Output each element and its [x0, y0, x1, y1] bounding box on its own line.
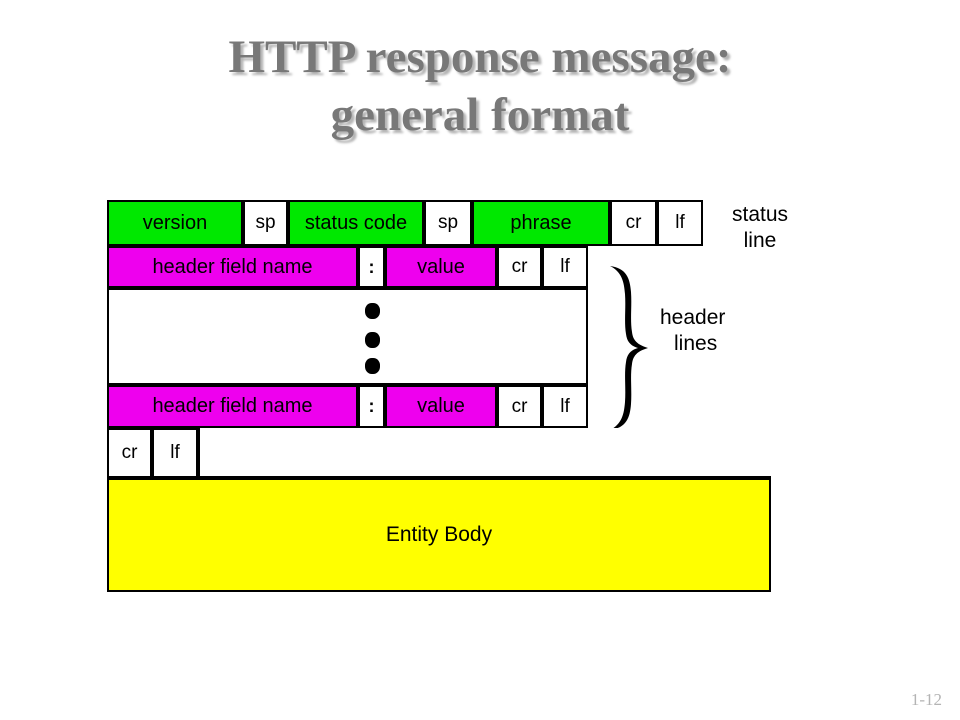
status-line-label-line-1: status: [731, 203, 789, 226]
status-line-cell-sp-2: sp: [424, 200, 472, 246]
header-lines-label-line-2: lines: [674, 332, 718, 355]
status-line-cell-phrase: phrase: [472, 200, 610, 246]
blank-line-filler: [198, 428, 771, 478]
header-line-n-lf: lf: [542, 385, 588, 428]
blank-line-cr: cr: [107, 428, 152, 478]
status-line-cell-sp-1: sp: [243, 200, 288, 246]
header-lines-brace: [600, 262, 670, 434]
page-title-line-1: HTTP response message:: [228, 31, 732, 83]
ellipsis-dot-2: [365, 332, 380, 348]
header-line-1-value: value: [385, 246, 497, 288]
entity-body-box: Entity Body: [107, 478, 771, 592]
header-line-n-field-name: header field name: [107, 385, 358, 428]
page-title-line-2: general format: [330, 89, 630, 141]
header-lines-label-line-1: header: [660, 306, 726, 329]
header-line-1-lf: lf: [542, 246, 588, 288]
blank-line-lf: lf: [152, 428, 198, 478]
header-lines-ellipsis-row: [107, 288, 588, 385]
curly-brace-icon: [610, 266, 648, 430]
header-line-n-cr: cr: [497, 385, 542, 428]
status-line-cell-lf: lf: [657, 200, 703, 246]
header-lines-label: header lines: [660, 305, 780, 357]
header-line-1-cr: cr: [497, 246, 542, 288]
status-line-cell-status-code: status code: [288, 200, 424, 246]
header-line-1-colon: :: [358, 246, 385, 288]
header-line-n-value: value: [385, 385, 497, 428]
page-title: HTTP response message: general format: [0, 28, 960, 144]
ellipsis-dot-1: [365, 303, 380, 319]
status-line-cell-cr: cr: [610, 200, 657, 246]
status-line-label-line-2: line: [743, 229, 777, 252]
slide-page-number: 1-12: [910, 690, 942, 709]
ellipsis-dot-3: [365, 358, 380, 374]
header-line-1-field-name: header field name: [107, 246, 358, 288]
header-line-n-colon: :: [358, 385, 385, 428]
status-line-cell-version: version: [107, 200, 243, 246]
status-line-label: status line: [700, 202, 820, 254]
